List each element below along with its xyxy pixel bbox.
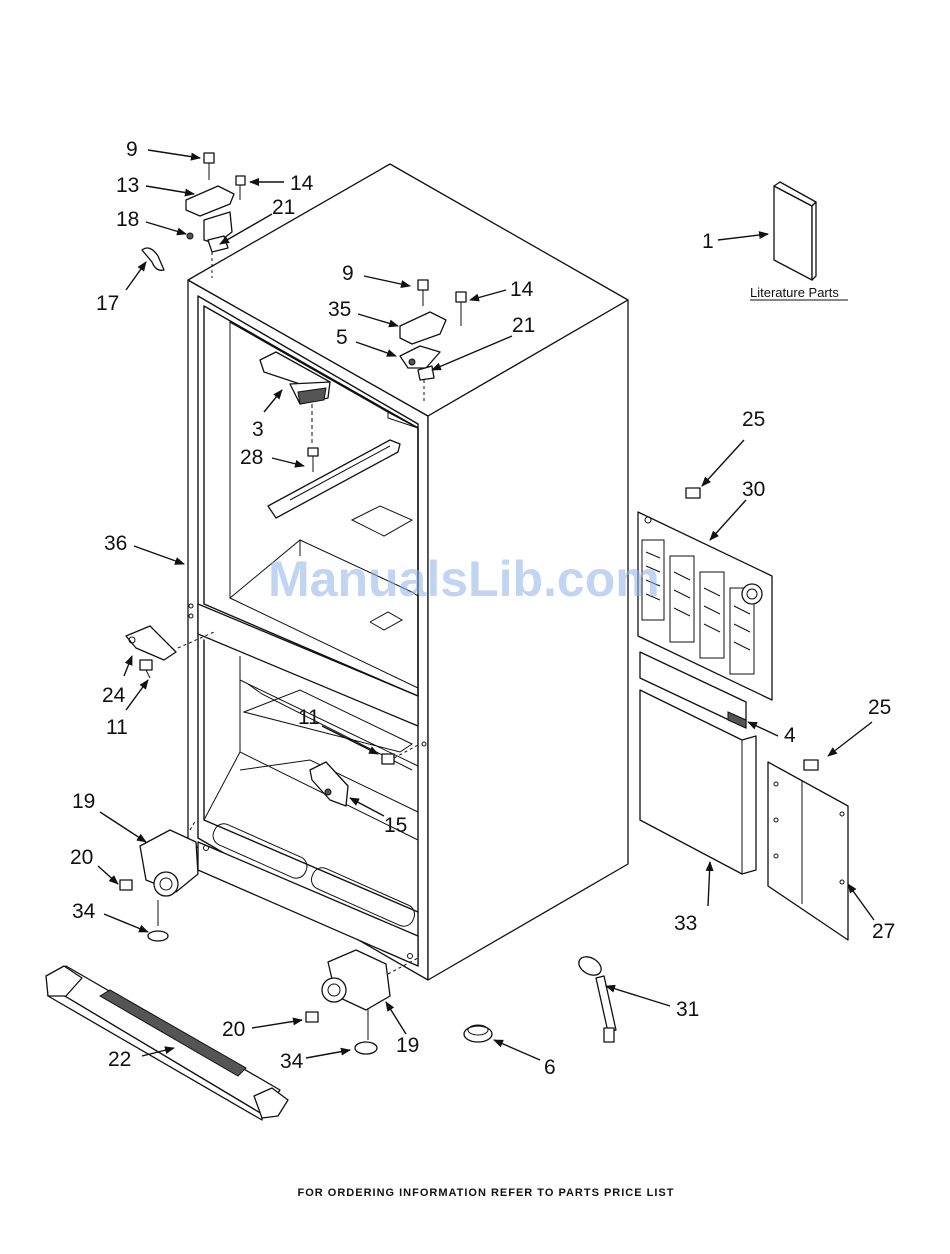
callout-11-left: 11: [106, 716, 128, 739]
watermark: ManualsLib.com: [268, 551, 660, 607]
callout-21-left: 21: [272, 196, 295, 219]
callout-21-right: 21: [512, 314, 535, 337]
callout-36: 36: [104, 532, 127, 555]
callout-14-right: 14: [510, 278, 534, 301]
callout-27: 27: [872, 920, 895, 943]
callout-1: 1: [702, 230, 714, 253]
callout-4: 4: [784, 724, 796, 747]
callout-19-left: 19: [72, 790, 95, 813]
callout-34-right: 34: [280, 1050, 304, 1073]
callout-34-left: 34: [72, 900, 96, 923]
callout-30: 30: [742, 478, 765, 501]
callout-11-right: 11: [298, 706, 320, 729]
callout-9-right: 9: [342, 262, 354, 285]
callout-18: 18: [116, 208, 139, 231]
callout-13: 13: [116, 174, 139, 197]
toe-grille-22: [46, 966, 288, 1120]
callout-20-right: 20: [222, 1018, 245, 1041]
callout-14-left: 14: [290, 172, 314, 195]
callout-17: 17: [96, 292, 119, 315]
callout-20-left: 20: [70, 846, 93, 869]
callout-33: 33: [674, 912, 697, 935]
ordering-footer: FOR ORDERING INFORMATION REFER TO PARTS …: [298, 1187, 675, 1199]
callout-25-right: 25: [868, 696, 891, 719]
callout-24: 24: [102, 684, 126, 707]
callout-35: 35: [328, 298, 351, 321]
callout-19-right: 19: [396, 1034, 419, 1057]
callout-25-top: 25: [742, 408, 765, 431]
callout-15: 15: [384, 814, 407, 837]
callout-22: 22: [108, 1048, 131, 1071]
callout-3: 3: [252, 418, 264, 441]
part-6-ring: [464, 1025, 492, 1042]
roller-left: [120, 820, 198, 941]
callout-31: 31: [676, 998, 699, 1021]
literature-book: [774, 182, 816, 280]
callout-5: 5: [336, 326, 348, 349]
callout-28: 28: [240, 446, 263, 469]
callout-9-left: 9: [126, 138, 138, 161]
part-31-cord: [576, 953, 616, 1042]
callout-6: 6: [544, 1056, 556, 1079]
literature-parts-label: Literature Parts: [750, 285, 839, 300]
panel-27: [768, 760, 848, 940]
